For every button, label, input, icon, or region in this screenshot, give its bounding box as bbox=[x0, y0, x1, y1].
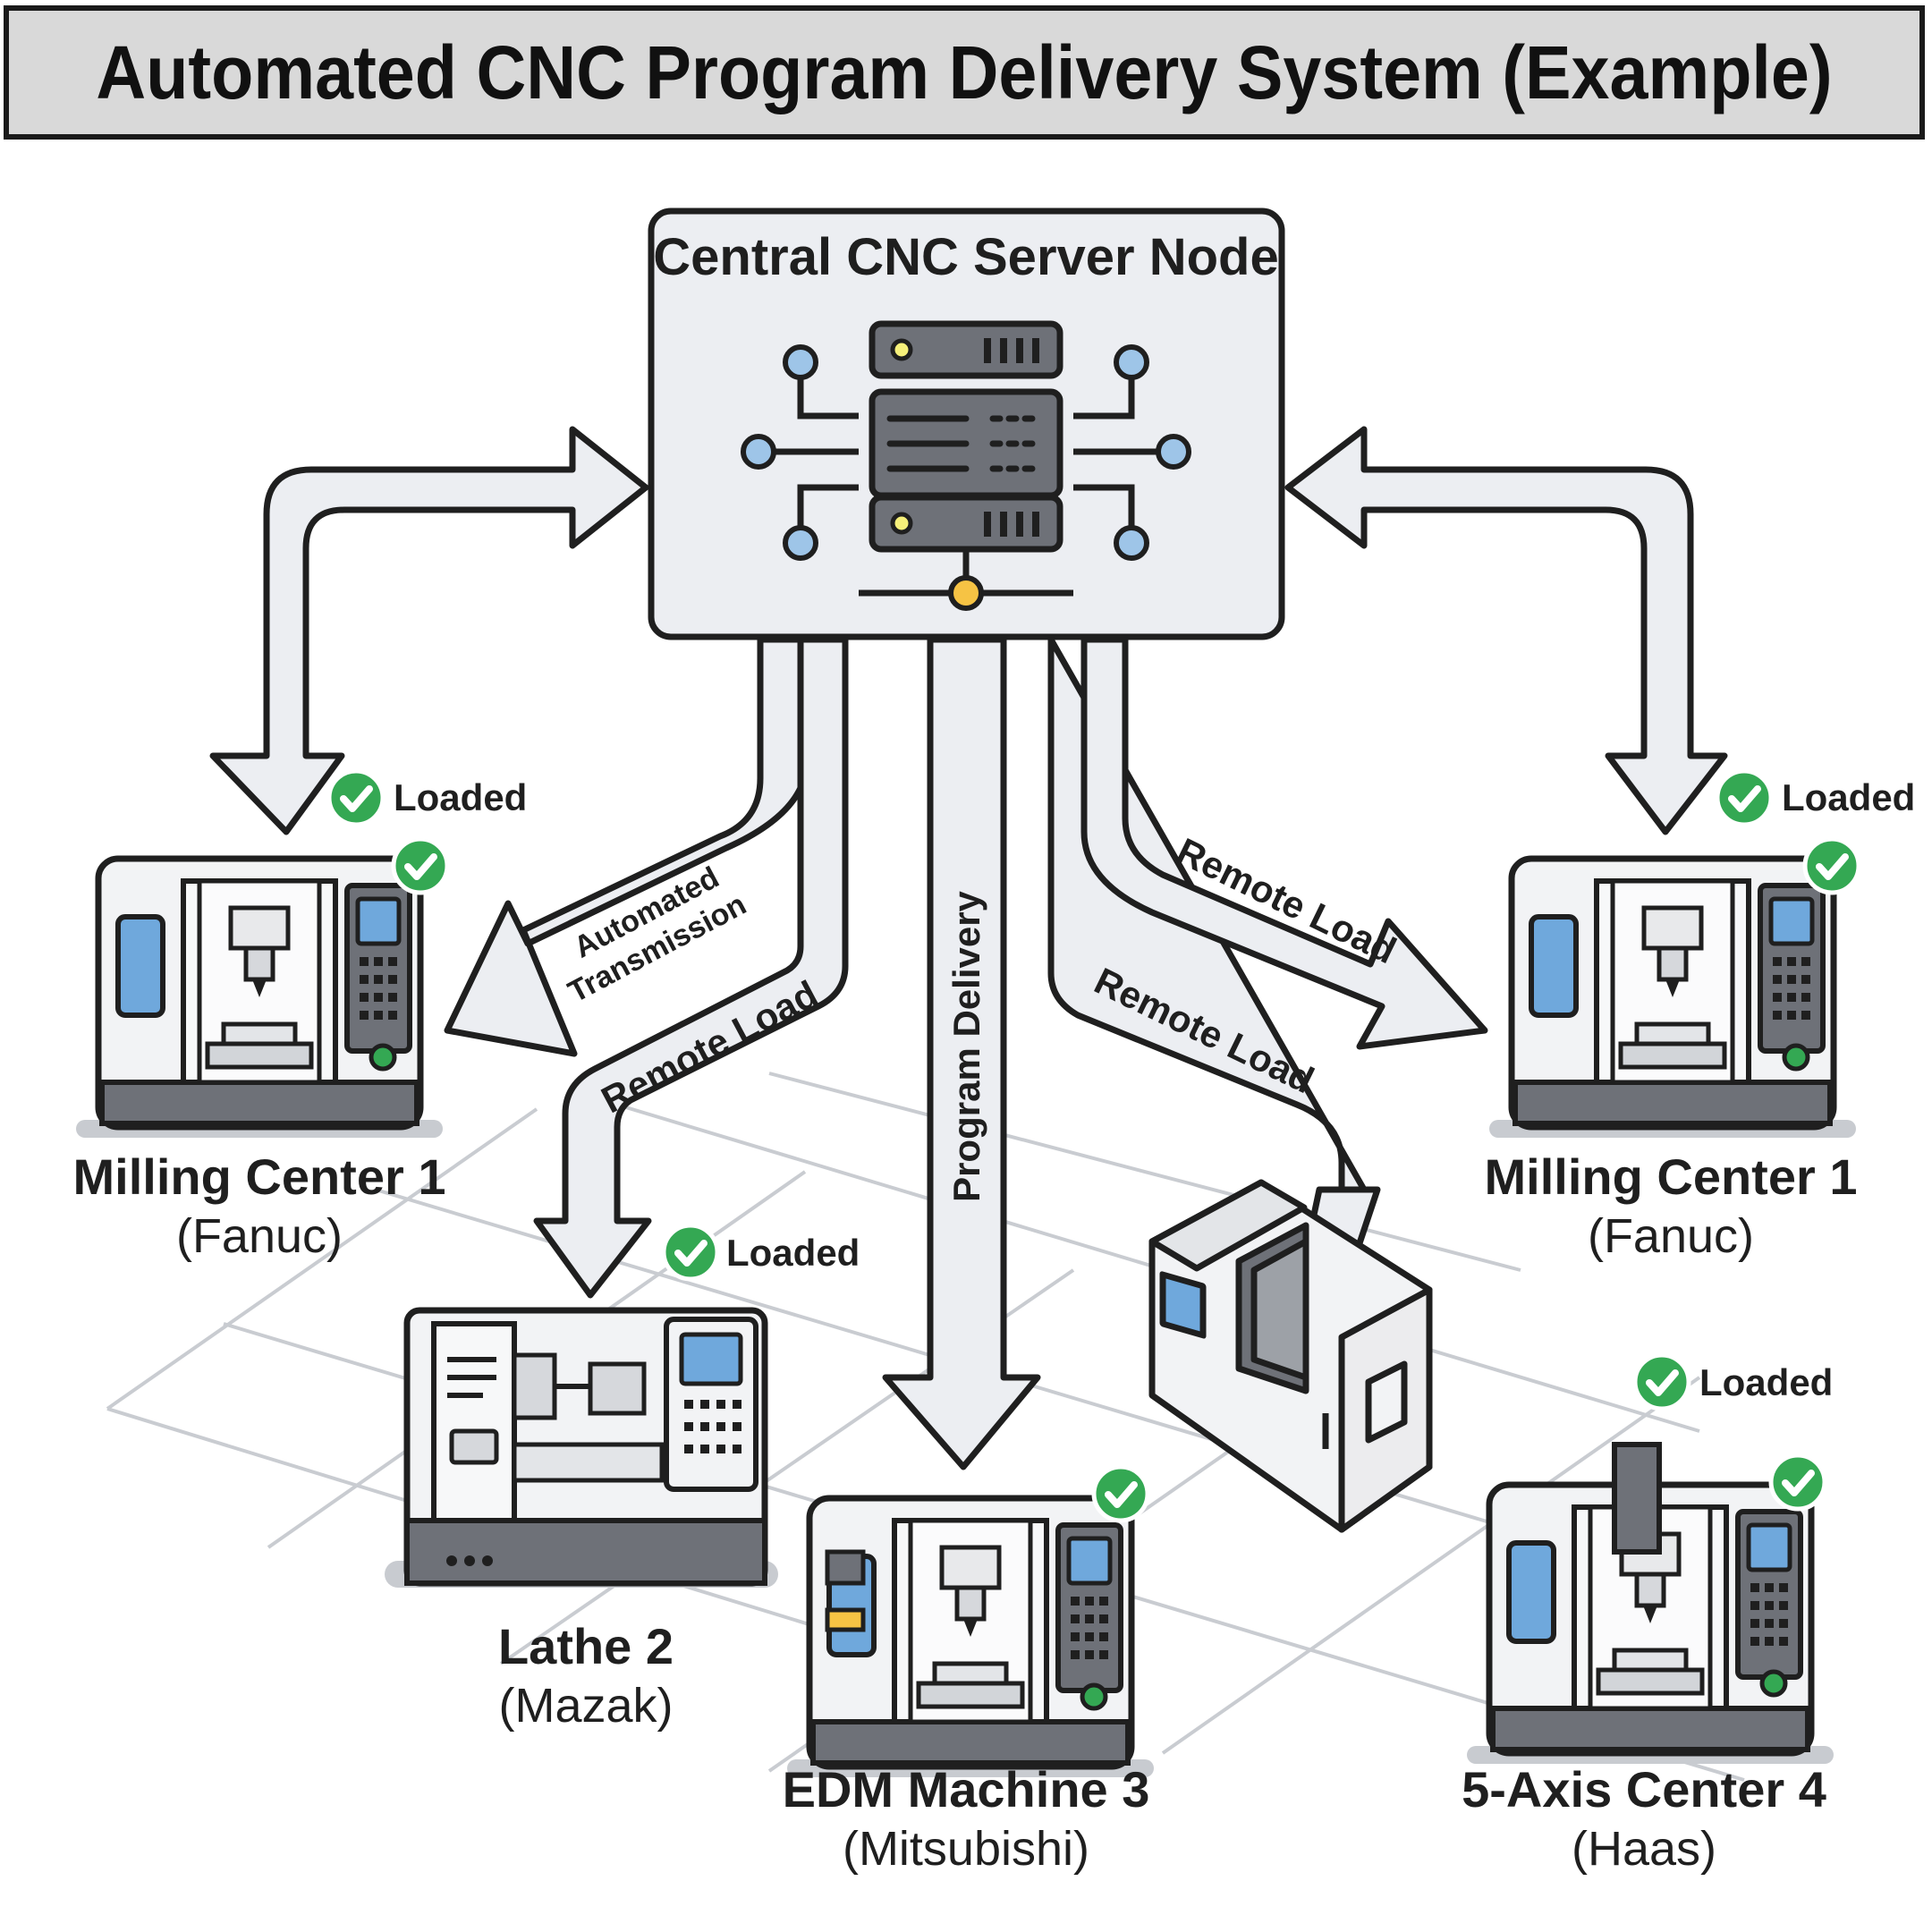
page-title: Automated CNC Program Delivery System (E… bbox=[96, 30, 1833, 114]
status-check-icon bbox=[1094, 1467, 1148, 1521]
machine-maker: (Haas) bbox=[1572, 1822, 1716, 1876]
server-node: Central CNC Server Node bbox=[648, 208, 1285, 640]
loaded-check-icon bbox=[1717, 771, 1771, 825]
loaded-check-icon bbox=[664, 1225, 717, 1279]
machine-name: EDM Machine 3 bbox=[783, 1761, 1150, 1818]
machine-maker: (Fanuc) bbox=[1588, 1209, 1754, 1263]
network-node-icon bbox=[741, 344, 1191, 561]
status-label: Loaded bbox=[726, 1232, 860, 1274]
server-rack-icon bbox=[869, 320, 1063, 553]
server-label: Central CNC Server Node bbox=[653, 228, 1278, 286]
status-check-icon bbox=[394, 839, 447, 893]
machine-maker: (Mitsubishi) bbox=[843, 1822, 1089, 1876]
title-bar: Automated CNC Program Delivery System (E… bbox=[4, 5, 1925, 140]
arrow-left-bidirectional bbox=[209, 426, 649, 835]
arrow-right-bidirectional bbox=[1284, 426, 1728, 835]
status-label: Loaded bbox=[1699, 1361, 1833, 1403]
machine-isometric bbox=[1148, 1179, 1433, 1533]
machine-maker: (Fanuc) bbox=[176, 1209, 343, 1263]
machine-edm: EDM Machine 3 (Mitsubishi) bbox=[783, 1467, 1154, 1876]
arrow-label-remote-load-left: Remote Load bbox=[595, 972, 825, 1121]
loaded-check-icon bbox=[329, 771, 383, 825]
arrow-program-delivery bbox=[882, 636, 1041, 1470]
status-label: Loaded bbox=[394, 776, 527, 818]
arrows bbox=[209, 426, 1728, 1470]
status-check-icon bbox=[1771, 1455, 1825, 1509]
arrow-label-program-delivery: Program Delivery bbox=[945, 890, 987, 1201]
arrow-remote-load-left bbox=[533, 636, 849, 1299]
machine-name: Milling Center 1 bbox=[73, 1148, 446, 1205]
loaded-check-icon bbox=[1635, 1355, 1689, 1409]
machine-name: Lathe 2 bbox=[498, 1618, 674, 1674]
status-check-icon bbox=[1805, 839, 1859, 893]
machine-milling-center-left: Loaded Milling Center 1 (Fanuc) bbox=[73, 771, 527, 1263]
machine-5-axis-center: Loaded 5-Axis Center 4 (Haas) bbox=[1462, 1355, 1834, 1876]
machine-name: 5-Axis Center 4 bbox=[1462, 1761, 1826, 1818]
machine-milling-center-right: Loaded Milling Center 1 (Fanuc) bbox=[1485, 771, 1915, 1263]
machine-maker: (Mazak) bbox=[498, 1679, 673, 1733]
machine-name: Milling Center 1 bbox=[1485, 1148, 1858, 1205]
machine-lathe: Loaded Lathe 2 (Mazak) bbox=[385, 1225, 860, 1733]
arrow-remote-load-right bbox=[1080, 636, 1488, 1050]
status-label: Loaded bbox=[1782, 776, 1915, 818]
